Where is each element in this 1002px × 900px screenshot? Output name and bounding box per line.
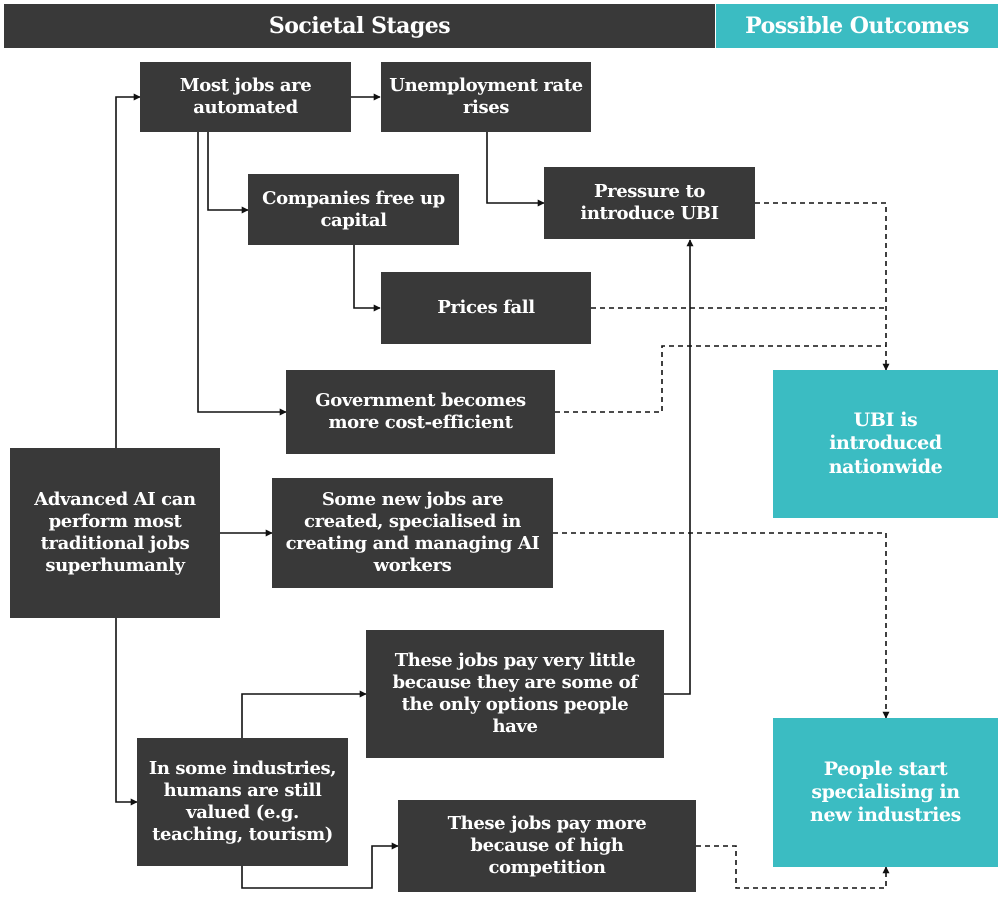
outcome-ubi-introduced: UBI is introduced nationwide	[773, 370, 998, 518]
dashed-government-to-ubi	[555, 345, 886, 413]
header-possible-outcomes: Possible Outcomes	[716, 4, 998, 48]
dashed-newjobs-to-industries	[553, 532, 890, 719]
node-prices-fall: Prices fall	[381, 272, 591, 344]
outcome-new-industries: People start specialising in new industr…	[773, 718, 998, 867]
dashed-paymore-to-industries	[696, 845, 890, 889]
header-societal-stages: Societal Stages	[4, 4, 715, 48]
node-most-jobs-automated: Most jobs are automated	[140, 62, 351, 132]
dashed-pressure-to-ubi	[755, 202, 890, 371]
arrow-ai-to-automated	[115, 93, 141, 448]
node-new-jobs: Some new jobs are created, specialised i…	[272, 478, 553, 588]
node-humans-valued: In some industries, humans are still val…	[137, 738, 348, 866]
arrow-humans-to-paylittle	[241, 690, 367, 738]
node-companies-free-capital: Companies free up capital	[248, 174, 459, 245]
node-pressure-ubi: Pressure to introduce UBI	[544, 167, 755, 239]
arrow-automated-to-government	[197, 132, 287, 416]
node-jobs-pay-little: These jobs pay very little because they …	[366, 630, 664, 758]
arrow-ai-to-humans	[115, 618, 138, 806]
node-advanced-ai: Advanced AI can perform most traditional…	[10, 448, 220, 618]
node-unemployment-rises: Unemployment rate rises	[381, 62, 591, 132]
arrow-unemployment-to-pressure	[486, 132, 545, 207]
node-government-efficient: Government becomes more cost-efficient	[286, 370, 555, 454]
arrow-humans-to-paymore	[241, 842, 399, 889]
arrow-automated-to-companies	[207, 132, 249, 214]
node-jobs-pay-more: These jobs pay more because of high comp…	[398, 800, 696, 892]
arrow-companies-to-prices	[353, 245, 381, 312]
arrow-paylittle-to-pressure	[664, 239, 694, 695]
